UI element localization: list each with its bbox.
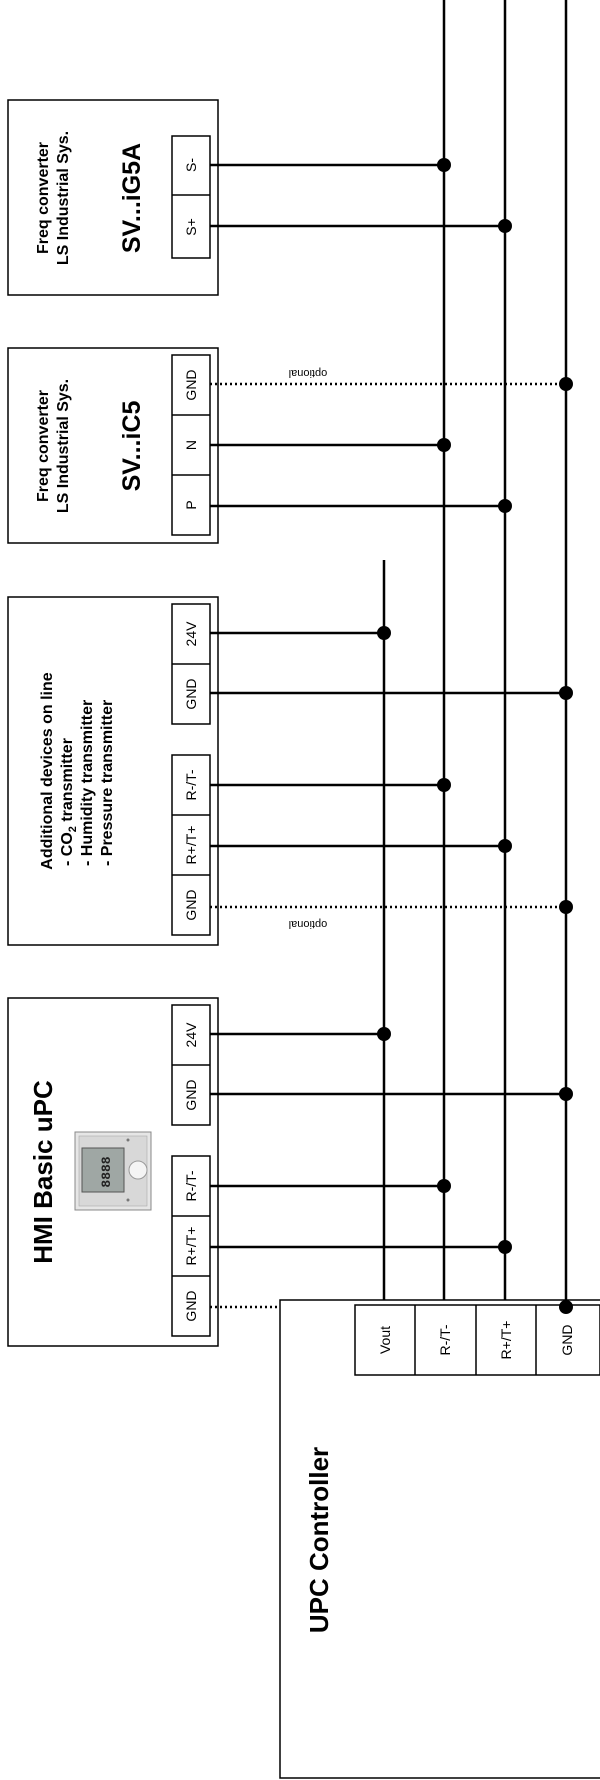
ig5a-terminal-s-plus: S+ [183, 218, 199, 236]
junction-dot [559, 900, 573, 914]
hmi-terminal-24v: 24V [183, 1022, 199, 1048]
ic5-terminal-gnd: GND [183, 369, 199, 400]
junction-dot [377, 626, 391, 640]
upc-terminal-vout: Vout [377, 1326, 393, 1354]
junction-dot [437, 438, 451, 452]
hmi-terminal-rt-minus: R-/T- [183, 1170, 199, 1201]
junction-dot [559, 377, 573, 391]
junction-dot [437, 778, 451, 792]
device-additional: Additional devices on line - CO2 transmi… [7, 596, 566, 946]
additional-terminal-rt-minus: R-/T- [183, 769, 199, 800]
junction-dot [498, 839, 512, 853]
hmi-title: HMI Basic uPC [28, 1080, 58, 1264]
additional-terminal-gnd-1: GND [183, 889, 199, 920]
ic5-optional-label: optional [289, 367, 328, 379]
ig5a-model: SV...iG5A [118, 143, 146, 253]
device-hmi: HMI Basic uPC 8888 GND R+/T+ R-/T- [7, 997, 566, 1347]
junction-dots [377, 158, 573, 1314]
additional-optional-label: optional [289, 918, 328, 930]
junction-dot [498, 499, 512, 513]
junction-dot [437, 1179, 451, 1193]
upc-title: UPC Controller [304, 1447, 334, 1633]
hmi-device-image: 8888 [74, 1131, 152, 1211]
hmi-terminal-rt-plus: R+/T+ [183, 1227, 199, 1266]
junction-dot [498, 219, 512, 233]
additional-co2-line: - CO2 transmitter [59, 738, 79, 866]
ic5-title-line2: LS Industrial Sys. [55, 379, 72, 513]
upc-terminal-rt-minus: R-/T- [437, 1324, 453, 1355]
ig5a-title-line1: Freq converter [35, 142, 52, 254]
junction-dot [559, 1087, 573, 1101]
additional-terminal-gnd-2: GND [183, 678, 199, 709]
junction-dot [559, 1300, 573, 1314]
additional-pressure: - Pressure transmitter [99, 700, 116, 866]
ig5a-terminal-s-minus: S- [183, 158, 199, 172]
hmi-display-text: 8888 [99, 1156, 114, 1187]
additional-terminal-rt-plus: R+/T+ [183, 826, 199, 865]
additional-terminal-24v: 24V [183, 621, 199, 647]
junction-dot [559, 686, 573, 700]
device-upc-controller: UPC Controller Vout R-/T- R+/T+ GND [279, 1299, 600, 1779]
device-freq-ig5a: SV...iG5A Freq converter LS Industrial S… [7, 99, 505, 296]
additional-title: Additional devices on line [39, 672, 56, 869]
ic5-terminal-n: N [183, 440, 199, 450]
additional-humidity: - Humidity transmitter [79, 700, 96, 866]
junction-dot [437, 158, 451, 172]
ic5-model: SV...iC5 [118, 401, 146, 492]
hmi-terminal-gnd-2: GND [183, 1079, 199, 1110]
device-freq-ic5: SV...iC5 Freq converter LS Industrial Sy… [7, 347, 566, 544]
hmi-terminal-gnd-1: GND [183, 1290, 199, 1321]
junction-dot [377, 1027, 391, 1041]
ig5a-title-line2: LS Industrial Sys. [55, 131, 72, 265]
bus-lines [382, 0, 568, 1305]
upc-terminal-rt-plus: R+/T+ [498, 1321, 514, 1360]
junction-dot [498, 1240, 512, 1254]
ic5-title-line1: Freq converter [35, 390, 52, 502]
upc-terminal-gnd: GND [559, 1324, 575, 1355]
ic5-terminal-p: P [183, 500, 199, 509]
